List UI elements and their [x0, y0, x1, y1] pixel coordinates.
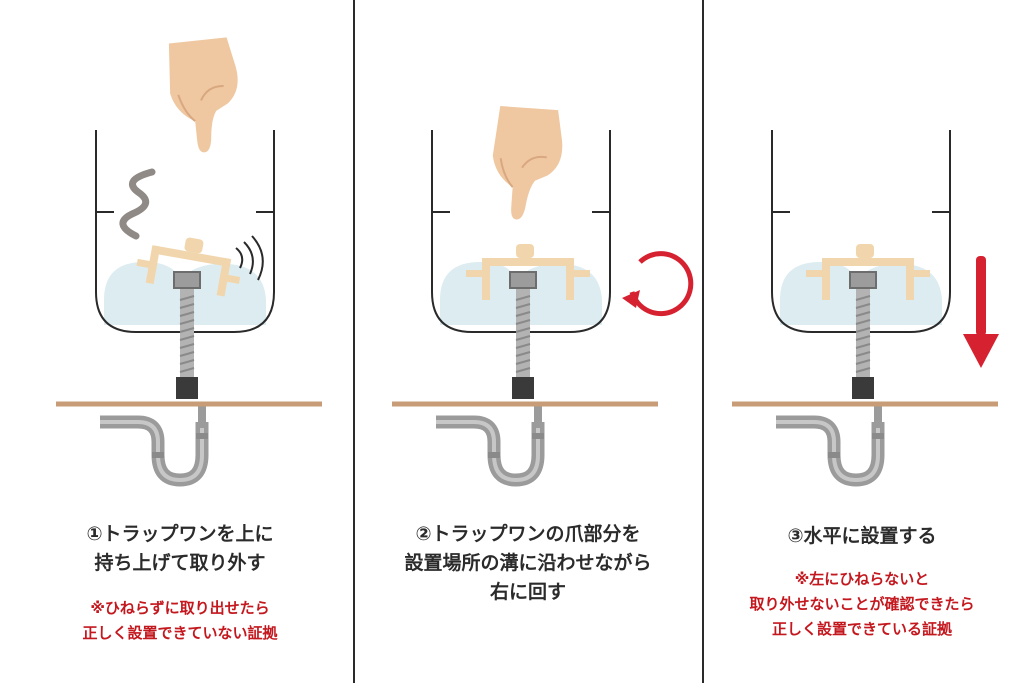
step3-note: ※左にひねらないと 取り外せないことが確認できたら 正しく設置できている証拠	[712, 567, 1012, 642]
step3-note-line-3: 正しく設置できている証拠	[771, 620, 952, 638]
trap-installed	[806, 244, 930, 300]
trap-level	[466, 244, 590, 300]
step3-note-line-1: ※左にひねらないと	[794, 570, 930, 588]
hand-icon	[487, 104, 566, 224]
step2-line-2: 設置場所の溝に沿わせながら	[404, 552, 652, 574]
shake-icon	[235, 235, 264, 281]
step1-line-2: 持ち上げて取り外す	[94, 552, 266, 574]
hand-icon	[163, 35, 247, 157]
rotate-clockwise-icon	[622, 251, 694, 317]
panel-divider-2	[702, 0, 704, 683]
step2-line-3: 右に回す	[489, 581, 566, 603]
odor-icon	[119, 168, 156, 240]
panel-divider-1	[353, 0, 355, 683]
step1-instruction: ①トラップワンを上に 持ち上げて取り外す	[30, 520, 330, 578]
step2-instruction: ②トラップワンの爪部分を 設置場所の溝に沿わせながら 右に回す	[370, 520, 686, 607]
step3-instruction: ③水平に設置する	[712, 522, 1012, 551]
step1-note: ※ひねらずに取り出せたら 正しく設置できていない証拠	[30, 596, 330, 646]
step2-line-1: ②トラップワンの爪部分を	[415, 523, 641, 545]
step1-illustration	[96, 35, 275, 480]
step1-note-line-1: ※ひねらずに取り出せたら	[90, 599, 270, 617]
step1-note-line-2: 正しく設置できていない証拠	[82, 624, 278, 642]
step3-line-1: ③水平に設置する	[787, 525, 937, 547]
step1-line-1: ①トラップワンを上に	[86, 523, 274, 545]
down-arrow-icon	[963, 256, 999, 368]
step2-illustration	[432, 104, 694, 480]
step3-note-line-2: 取り外せないことが確認できたら	[749, 595, 975, 613]
trap-tilted	[136, 237, 241, 297]
step3-illustration	[772, 129, 999, 480]
